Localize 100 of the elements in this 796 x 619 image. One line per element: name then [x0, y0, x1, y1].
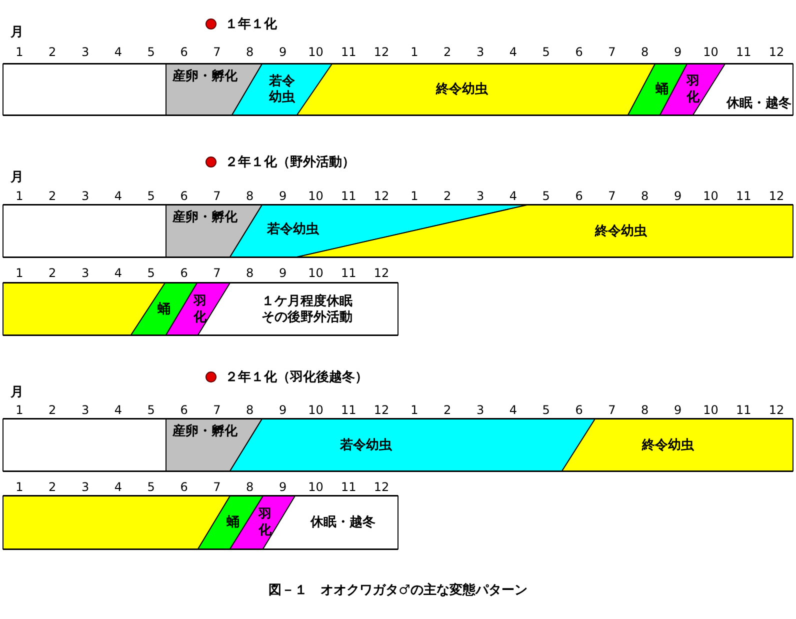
month-tick-label: 1 — [16, 189, 24, 203]
month-tick-label: 12 — [374, 45, 390, 59]
month-tick-label: 4 — [114, 189, 122, 203]
month-tick-label: 3 — [81, 266, 90, 280]
month-tick-label: 8 — [246, 403, 254, 417]
stage-label: 若令幼虫 — [269, 74, 295, 106]
month-tick-label: 3 — [476, 45, 484, 59]
month-tick-label: 10 — [703, 189, 718, 203]
month-tick-label: 7 — [213, 189, 221, 203]
timeline-bar — [3, 204, 793, 258]
stage-label: 終令幼虫 — [595, 224, 647, 240]
month-tick-label: 1 — [16, 45, 24, 59]
timeline-bar — [3, 63, 793, 116]
month-tick-label: 10 — [703, 403, 718, 417]
month-tick-label: 8 — [246, 266, 254, 280]
month-tick-label: 9 — [278, 480, 287, 494]
stage-label: 若令幼虫 — [340, 438, 392, 454]
month-tick-label: 12 — [768, 45, 784, 59]
month-tick-label: 4 — [114, 45, 122, 59]
month-tick-label: 5 — [147, 266, 155, 280]
month-tick-label: 11 — [340, 403, 356, 417]
timeline-bar — [3, 418, 793, 472]
month-tick-label: 10 — [308, 403, 324, 417]
month-tick-label: 10 — [308, 480, 324, 494]
month-tick-label: 7 — [213, 45, 221, 59]
stage-label: 羽化 — [686, 74, 700, 106]
month-tick-label: 10 — [703, 45, 718, 59]
month-tick-label: 7 — [213, 480, 221, 494]
month-unit-label: 月 — [10, 169, 24, 186]
stage-label: 終令幼虫 — [436, 82, 488, 98]
month-tick-label: 1 — [410, 403, 418, 417]
section-title: ２年１化（野外活動） — [225, 154, 355, 171]
month-tick-label: 11 — [736, 45, 752, 59]
month-tick-label: 9 — [278, 189, 287, 203]
month-tick-label: 5 — [542, 403, 550, 417]
stage-label: 産卵・孵化 — [172, 424, 238, 440]
month-tick-label: 10 — [308, 266, 324, 280]
month-tick-label: 9 — [674, 403, 682, 417]
month-tick-label: 4 — [114, 480, 122, 494]
month-tick-label: 12 — [768, 403, 784, 417]
month-tick-label: 9 — [278, 45, 287, 59]
month-tick-label: 2 — [48, 266, 56, 280]
month-tick-label: 2 — [444, 403, 452, 417]
month-tick-label: 11 — [340, 266, 356, 280]
month-tick-label: 9 — [674, 45, 682, 59]
month-tick-label: 3 — [476, 403, 484, 417]
month-unit-label: 月 — [10, 384, 24, 401]
month-tick-label: 12 — [374, 266, 390, 280]
timeline-bar — [3, 495, 398, 550]
month-tick-label: 3 — [81, 480, 90, 494]
month-tick-label: 8 — [641, 45, 649, 59]
stage-label: 蛹 — [656, 82, 668, 98]
month-tick-label: 2 — [48, 403, 56, 417]
month-tick-label: 2 — [444, 45, 452, 59]
month-tick-label: 12 — [374, 189, 390, 203]
stage-label: 蛹 — [226, 514, 240, 532]
month-tick-label: 12 — [374, 403, 390, 417]
month-tick-label: 2 — [444, 189, 452, 203]
month-tick-label: 10 — [308, 189, 324, 203]
figure-caption: 図－１ オオクワガタ♂の主な変態パターン — [268, 582, 528, 599]
month-tick-label: 7 — [608, 45, 616, 59]
month-tick-label: 1 — [410, 45, 418, 59]
month-tick-label: 10 — [308, 45, 324, 59]
month-tick-label: 5 — [147, 403, 155, 417]
month-tick-label: 2 — [48, 45, 56, 59]
section-title: １年１化 — [225, 16, 277, 33]
month-tick-label: 5 — [542, 45, 550, 59]
month-tick-label: 7 — [213, 403, 221, 417]
stage-label: １ケ月程度休眠その後野外活動 — [260, 294, 354, 326]
month-tick-label: 4 — [114, 403, 122, 417]
month-tick-label: 1 — [16, 480, 24, 494]
month-tick-label: 3 — [476, 189, 484, 203]
month-tick-label: 5 — [147, 189, 155, 203]
section-title: ２年１化（羽化後越冬） — [225, 369, 368, 386]
month-tick-label: 9 — [278, 403, 287, 417]
stage-label: 産卵・孵化 — [172, 68, 238, 86]
stage-label: 休眠・越冬 — [310, 514, 376, 532]
month-tick-label: 2 — [48, 189, 56, 203]
month-tick-label: 8 — [246, 45, 254, 59]
stage-label: 羽化 — [194, 294, 206, 326]
month-tick-label: 8 — [246, 189, 254, 203]
month-tick-label: 9 — [674, 189, 682, 203]
month-tick-label: 5 — [147, 45, 155, 59]
month-tick-label: 6 — [575, 45, 583, 59]
month-tick-label: 8 — [641, 189, 649, 203]
month-tick-label: 1 — [410, 189, 418, 203]
month-tick-label: 9 — [278, 266, 287, 280]
month-unit-label: 月 — [10, 24, 24, 41]
month-tick-label: 11 — [340, 189, 356, 203]
month-tick-label: 11 — [736, 403, 752, 417]
stage-label: 休眠・越冬 — [726, 96, 792, 112]
month-tick-label: 3 — [81, 189, 90, 203]
month-tick-label: 2 — [48, 480, 56, 494]
month-tick-label: 1 — [16, 403, 24, 417]
stage-label: 若令幼虫 — [267, 222, 319, 238]
month-tick-label: 4 — [509, 189, 518, 203]
stage-label: 羽化 — [258, 506, 272, 540]
month-tick-label: 3 — [81, 45, 90, 59]
month-tick-label: 6 — [180, 45, 188, 59]
month-tick-label: 6 — [180, 266, 188, 280]
